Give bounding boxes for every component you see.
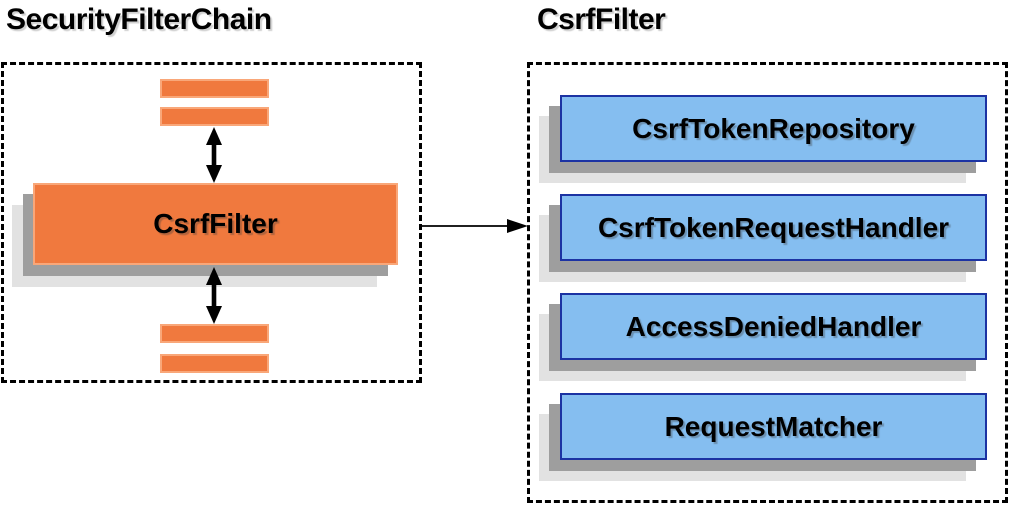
component-label: CsrfTokenRepository xyxy=(632,112,915,144)
filter-chain-bar-bottom-1 xyxy=(160,324,269,343)
security-filter-chain-container xyxy=(1,62,422,383)
csrf-filter-node: CsrfFilter xyxy=(33,183,398,265)
csrf-filter-node-label: CsrfFilter xyxy=(153,208,278,239)
csrf-filter-title: CsrfFilter xyxy=(537,3,666,36)
component-node-csrf-token-request-handler: CsrfTokenRequestHandler xyxy=(560,194,987,261)
component-label: RequestMatcher xyxy=(664,410,883,442)
filter-chain-bar-bottom-2 xyxy=(160,354,269,373)
component-label: AccessDeniedHandler xyxy=(625,310,922,342)
csrf-filter-container xyxy=(527,62,1008,503)
link-arrow xyxy=(422,219,528,233)
component-node-csrf-token-repository: CsrfTokenRepository xyxy=(560,95,987,162)
component-node-request-matcher: RequestMatcher xyxy=(560,393,987,460)
filter-chain-bar-top-1 xyxy=(160,79,269,98)
component-label: CsrfTokenRequestHandler xyxy=(597,211,950,243)
component-node-access-denied-handler: AccessDeniedHandler xyxy=(560,293,987,360)
security-filter-chain-title: SecurityFilterChain xyxy=(6,3,272,36)
filter-chain-bar-top-2 xyxy=(160,107,269,126)
